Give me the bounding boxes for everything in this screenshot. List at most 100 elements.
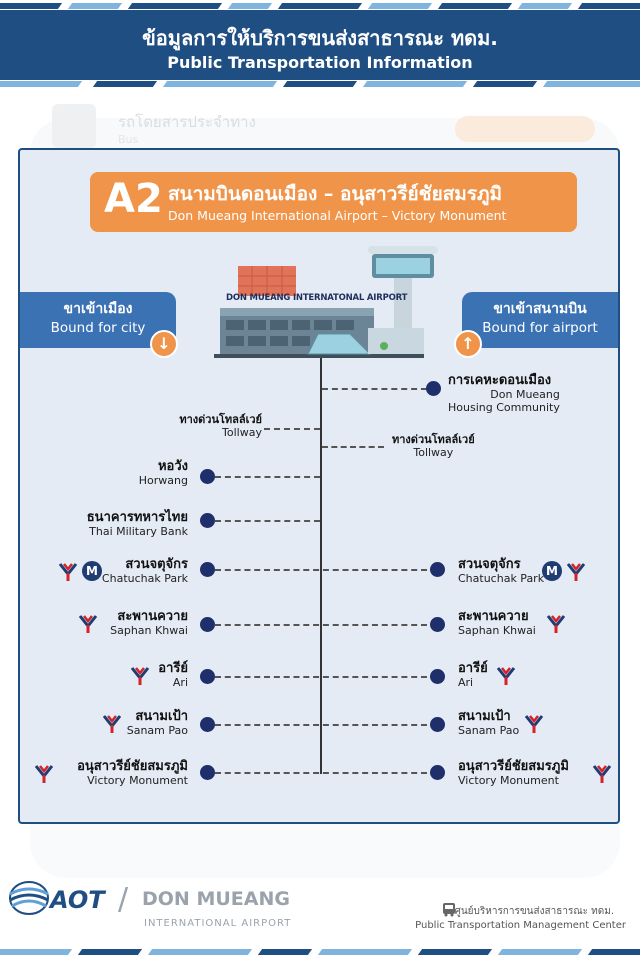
bts-logo-icon <box>496 667 516 685</box>
route-name-en: Don Mueang International Airport – Victo… <box>168 208 507 223</box>
stop-dot <box>430 717 445 732</box>
stop-name-th: อนุสาวรีย์ชัยสมรภูมิ <box>458 759 569 774</box>
stop-name-th: สะพานควาย <box>458 609 529 624</box>
stop-tollway-airport: ทางด่วนโทลล์เวย์ Tollway <box>392 433 475 459</box>
stop-dot <box>430 669 445 684</box>
connector <box>322 446 384 448</box>
stop-victory-airport: อนุสาวรีย์ชัยสมรภูมิ Victory Monument <box>458 759 569 788</box>
arrow-down-icon: ↓ <box>150 330 178 358</box>
background-title: รถโดยสารประจำทาง <box>118 113 256 131</box>
aot-globe-logo-icon <box>9 881 49 915</box>
footer: AOT / DON MUEANG INTERNATIONAL AIRPORT ศ… <box>0 860 640 946</box>
connector <box>215 476 320 478</box>
stop-dot <box>200 513 215 528</box>
stop-name-en: Chatuchak Park <box>101 571 188 585</box>
stop-tollway-city: ทางด่วนโทลล์เวย์ Tollway <box>132 413 262 439</box>
stop-dot <box>200 765 215 780</box>
stop-name-th: ทางด่วนโทลล์เวย์ <box>179 413 262 426</box>
stop-name-th: ธนาคารทหารไทย <box>86 510 188 525</box>
stop-chatuchak-city: สวนจตุจักร Chatuchak Park <box>80 557 188 586</box>
connector <box>215 520 320 522</box>
stop-name-th: อารีย์ <box>458 661 488 676</box>
direction-airport-th: ขาเข้าสนามบิน <box>493 301 587 317</box>
stop-name-th: อนุสาวรีย์ชัยสมรภูมิ <box>77 759 188 774</box>
stop-name-th: หอวัง <box>157 459 188 474</box>
bts-logo-icon <box>546 615 566 633</box>
stop-chatuchak-airport: สวนจตุจักร Chatuchak Park <box>458 557 545 586</box>
direction-tab-city: ขาเข้าเมือง Bound for city <box>20 292 176 348</box>
route-trunk-line <box>320 358 322 774</box>
stop-victory-city: อนุสาวรีย์ชัยสมรภูมิ Victory Monument <box>50 759 188 788</box>
stop-name-en: Horwang <box>138 473 188 487</box>
stop-saphan-khwai-airport: สะพานควาย Saphan Khwai <box>458 609 536 638</box>
stop-name-en: Housing Community <box>448 400 560 414</box>
stop-dot <box>200 469 215 484</box>
bts-logo-icon <box>592 765 612 783</box>
bottom-stripes <box>0 946 640 958</box>
connector <box>215 724 427 726</box>
airport-building-illustration <box>214 246 438 358</box>
stop-housing-community: การเคหะดอนเมือง Don Mueang Housing Commu… <box>448 373 560 414</box>
bts-logo-icon <box>34 765 54 783</box>
center-name-th: ศูนย์บริหารการขนส่งสาธารณะ ทดม. <box>454 906 614 917</box>
connector <box>215 624 427 626</box>
connector <box>264 428 320 430</box>
direction-tab-airport: ขาเข้าสนามบิน Bound for airport <box>462 292 618 348</box>
stop-name-en: Tollway <box>413 445 454 459</box>
header-title-th: ข้อมูลการให้บริการขนส่งสาธารณะ ทดม. <box>142 26 498 50</box>
stop-name-th: สะพานควาย <box>117 609 188 624</box>
connector <box>215 772 427 774</box>
route-code: A2 <box>104 176 163 222</box>
stop-name-th: สวนจตุจักร <box>125 557 188 572</box>
center-name-en: Public Transportation Management Center <box>415 920 626 931</box>
stop-name-th: อารีย์ <box>158 661 188 676</box>
bts-logo-icon <box>130 667 150 685</box>
stop-dot <box>430 562 445 577</box>
mrt-logo-icon: M <box>82 561 102 581</box>
header-title-en: Public Transportation Information <box>167 53 473 72</box>
stop-ari-city: อารีย์ Ari <box>80 661 188 690</box>
stop-sanam-pao-city: สนามเป้า Sanam Pao <box>80 709 188 738</box>
stop-name-th: สนามเป้า <box>458 709 511 724</box>
stop-sanam-pao-airport: สนามเป้า Sanam Pao <box>458 709 520 738</box>
stop-name-en: Chatuchak Park <box>458 571 545 585</box>
stop-dot <box>200 617 215 632</box>
route-name-th: สนามบินดอนเมือง – อนุสาวรีย์ชัยสมรภูมิ <box>168 183 503 205</box>
bts-logo-icon <box>524 715 544 733</box>
stop-thai-military-bank: ธนาคารทหารไทย Thai Military Bank <box>34 510 188 539</box>
stop-dot <box>426 381 441 396</box>
stop-name-th: ทางด่วนโทลล์เวย์ <box>392 433 475 446</box>
direction-city-en: Bound for city <box>50 320 146 336</box>
stop-name-en: Saphan Khwai <box>110 623 188 637</box>
bts-logo-icon <box>566 563 586 581</box>
stop-name-en: Don Mueang <box>490 387 560 401</box>
stop-name-th: สนามเป้า <box>135 709 188 724</box>
bts-logo-icon <box>58 563 78 581</box>
connector <box>322 388 427 390</box>
stop-name-th: การเคหะดอนเมือง <box>448 373 552 388</box>
stop-dot <box>430 765 445 780</box>
stop-name-en: Victory Monument <box>458 773 559 787</box>
international-airport-text: INTERNATIONAL AIRPORT <box>144 918 292 929</box>
stop-name-en: Ari <box>172 675 188 689</box>
bus-icon <box>443 903 455 917</box>
direction-city-th: ขาเข้าเมือง <box>63 301 133 317</box>
aot-logo-text: AOT <box>50 886 105 914</box>
stop-name-en: Sanam Pao <box>458 723 520 737</box>
stop-saphan-khwai-city: สะพานควาย Saphan Khwai <box>80 609 188 638</box>
stop-horwang: หอวัง Horwang <box>80 459 188 488</box>
background-orange-bar <box>455 116 595 142</box>
bts-logo-icon <box>78 615 98 633</box>
connector <box>215 569 427 571</box>
stop-name-th: สวนจตุจักร <box>458 557 521 572</box>
stop-name-en: Ari <box>458 675 474 689</box>
bus-icon <box>52 104 96 148</box>
stop-dot <box>200 669 215 684</box>
stop-dot <box>200 717 215 732</box>
stop-name-en: Sanam Pao <box>126 723 188 737</box>
stop-name-en: Victory Monument <box>87 773 188 787</box>
route-map-card: A2 สนามบินดอนเมือง – อนุสาวรีย์ชัยสมรภูม… <box>18 148 620 824</box>
stop-ari-airport: อารีย์ Ari <box>458 661 488 690</box>
connector <box>215 676 427 678</box>
direction-airport-en: Bound for airport <box>482 320 598 336</box>
